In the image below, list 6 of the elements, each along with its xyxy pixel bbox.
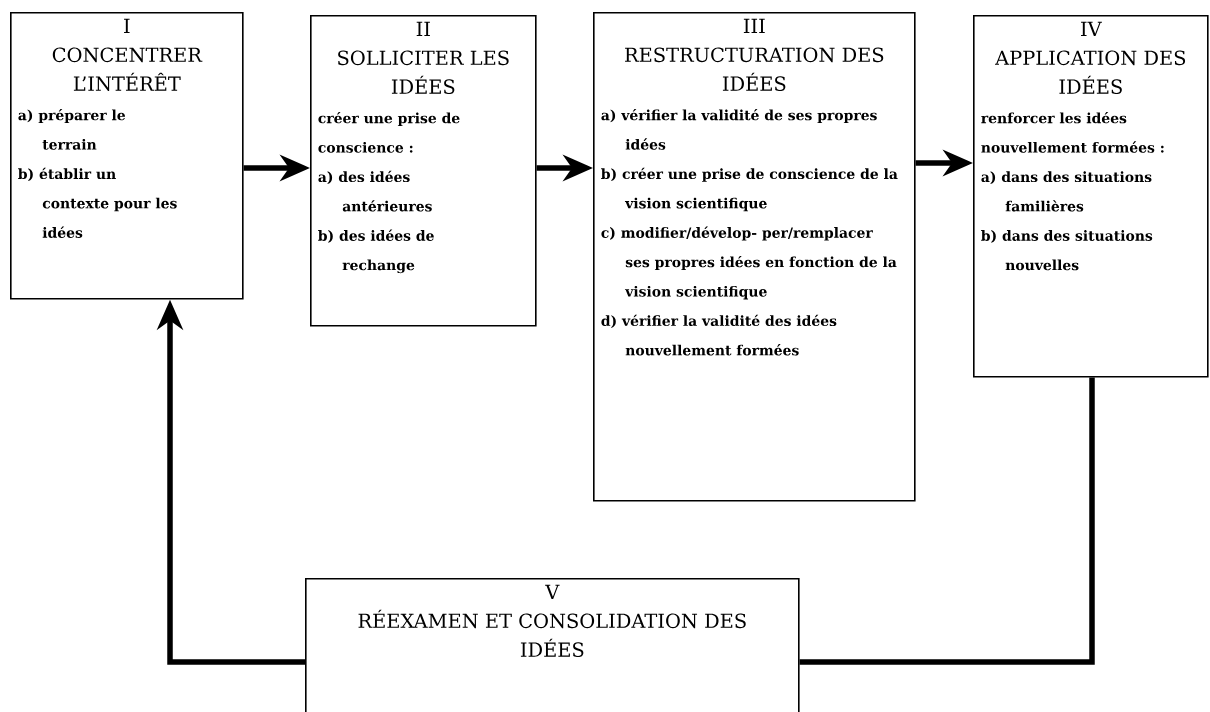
stage-box: V RÉEXAMEN ET CONSOLIDATION DES IDÉES [305,578,800,712]
stage-box: I CONCENTRER L’INTÉRÊT a) préparer le terrain b) établir un contexte pour les idées [10,12,244,300]
stage-box: II SOLLICITER LES IDÉES créer une prise de conscience : a) des idées antérieures b) des idées de rechange [310,15,537,327]
stage-box: III RESTRUCTURATION DES IDÉES a) vérifier la validité de ses propres idées b) créer une prise de conscience de la vision scientifique c) modifier/dévelop- per/remplacer ses propres idées en fonction de la vision scientifique d) vérifier la validité des idées nouvellement formées [593,12,916,502]
connector-line [799,377,1095,665]
stage-box: IV APPLICATION DES IDÉES renforcer les idées nouvellement formées : a) dans des situations familières b) dans des situations nouvelles [973,15,1209,378]
